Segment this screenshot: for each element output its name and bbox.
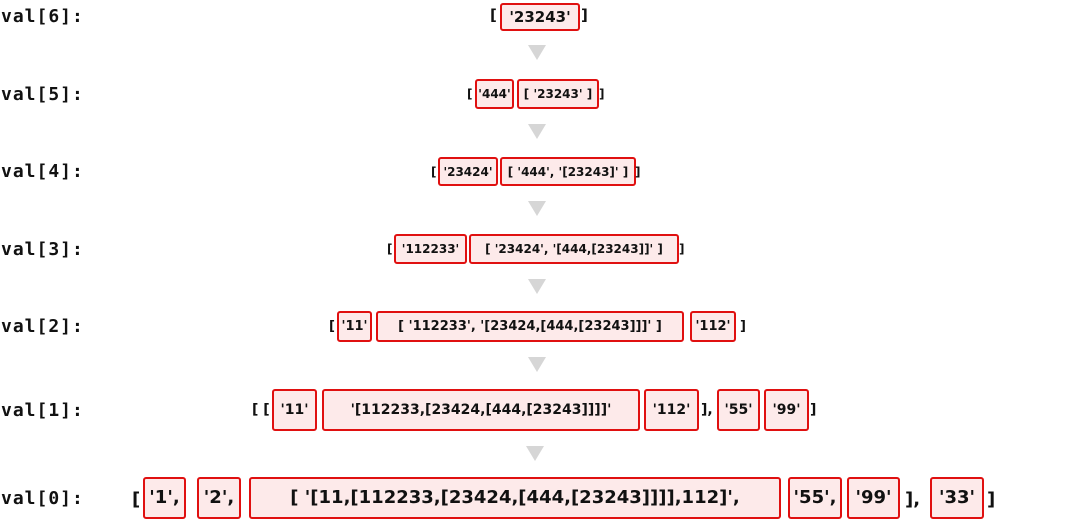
list-separator: ], <box>701 402 713 418</box>
close-bracket: ] <box>635 165 641 179</box>
nested-list-box: [ '444', '[23243]' ] <box>500 157 636 186</box>
row-label-2: val[2]: <box>1 316 84 337</box>
element-box: '11' <box>272 389 317 431</box>
element-box: '23424' <box>438 157 498 186</box>
row-label-5: val[5]: <box>1 84 84 105</box>
element-box: '33' <box>930 477 984 519</box>
row-label-4: val[4]: <box>1 161 84 182</box>
down-arrow-icon <box>528 124 546 139</box>
nested-list-box: [ '23243' ] <box>517 79 599 109</box>
row-label-3: val[3]: <box>1 239 84 260</box>
open-bracket: [ <box>467 87 473 101</box>
down-arrow-icon <box>528 201 546 216</box>
down-arrow-icon <box>528 279 546 294</box>
element-box: '99' <box>847 477 900 519</box>
element-box: '112233' <box>394 234 467 264</box>
element-box: '23243' <box>500 3 580 31</box>
row-label-6: val[6]: <box>1 6 84 27</box>
open-bracket: [ <box>431 165 437 179</box>
element-box: '1', <box>143 477 186 519</box>
element-box: '11' <box>337 311 372 342</box>
element-box: '55' <box>717 389 760 431</box>
open-bracket: [ [ <box>252 402 270 418</box>
open-bracket: [ <box>490 6 497 24</box>
open-bracket: [ <box>132 489 141 510</box>
close-bracket: ] <box>581 6 588 24</box>
nested-list-box: [ '112233', '[23424,[444,[23243]]]' ] <box>376 311 684 342</box>
close-bracket: ] <box>987 489 996 510</box>
nested-list-box: [ '[11,[112233,[23424,[444,[23243]]]],11… <box>249 477 781 519</box>
element-box: '112' <box>690 311 736 342</box>
element-box: '55', <box>788 477 842 519</box>
element-box: '[112233,[23424,[444,[23243]]]]' <box>322 389 640 431</box>
element-box: '2', <box>197 477 241 519</box>
down-arrow-icon <box>528 357 546 372</box>
close-bracket: ] <box>810 402 817 418</box>
nested-list-box: [ '23424', '[444,[23243]]' ] <box>469 234 679 264</box>
row-label-0: val[0]: <box>1 488 84 509</box>
list-separator: ], <box>905 489 921 510</box>
close-bracket: ] <box>679 242 685 256</box>
close-bracket: ] <box>740 319 746 334</box>
down-arrow-icon <box>528 45 546 60</box>
element-box: '444' <box>475 79 514 109</box>
down-arrow-icon <box>526 446 544 461</box>
close-bracket: ] <box>599 87 605 101</box>
row-label-1: val[1]: <box>1 400 84 421</box>
element-box: '112' <box>644 389 699 431</box>
open-bracket: [ <box>329 319 335 334</box>
element-box: '99' <box>764 389 809 431</box>
open-bracket: [ <box>387 242 393 256</box>
